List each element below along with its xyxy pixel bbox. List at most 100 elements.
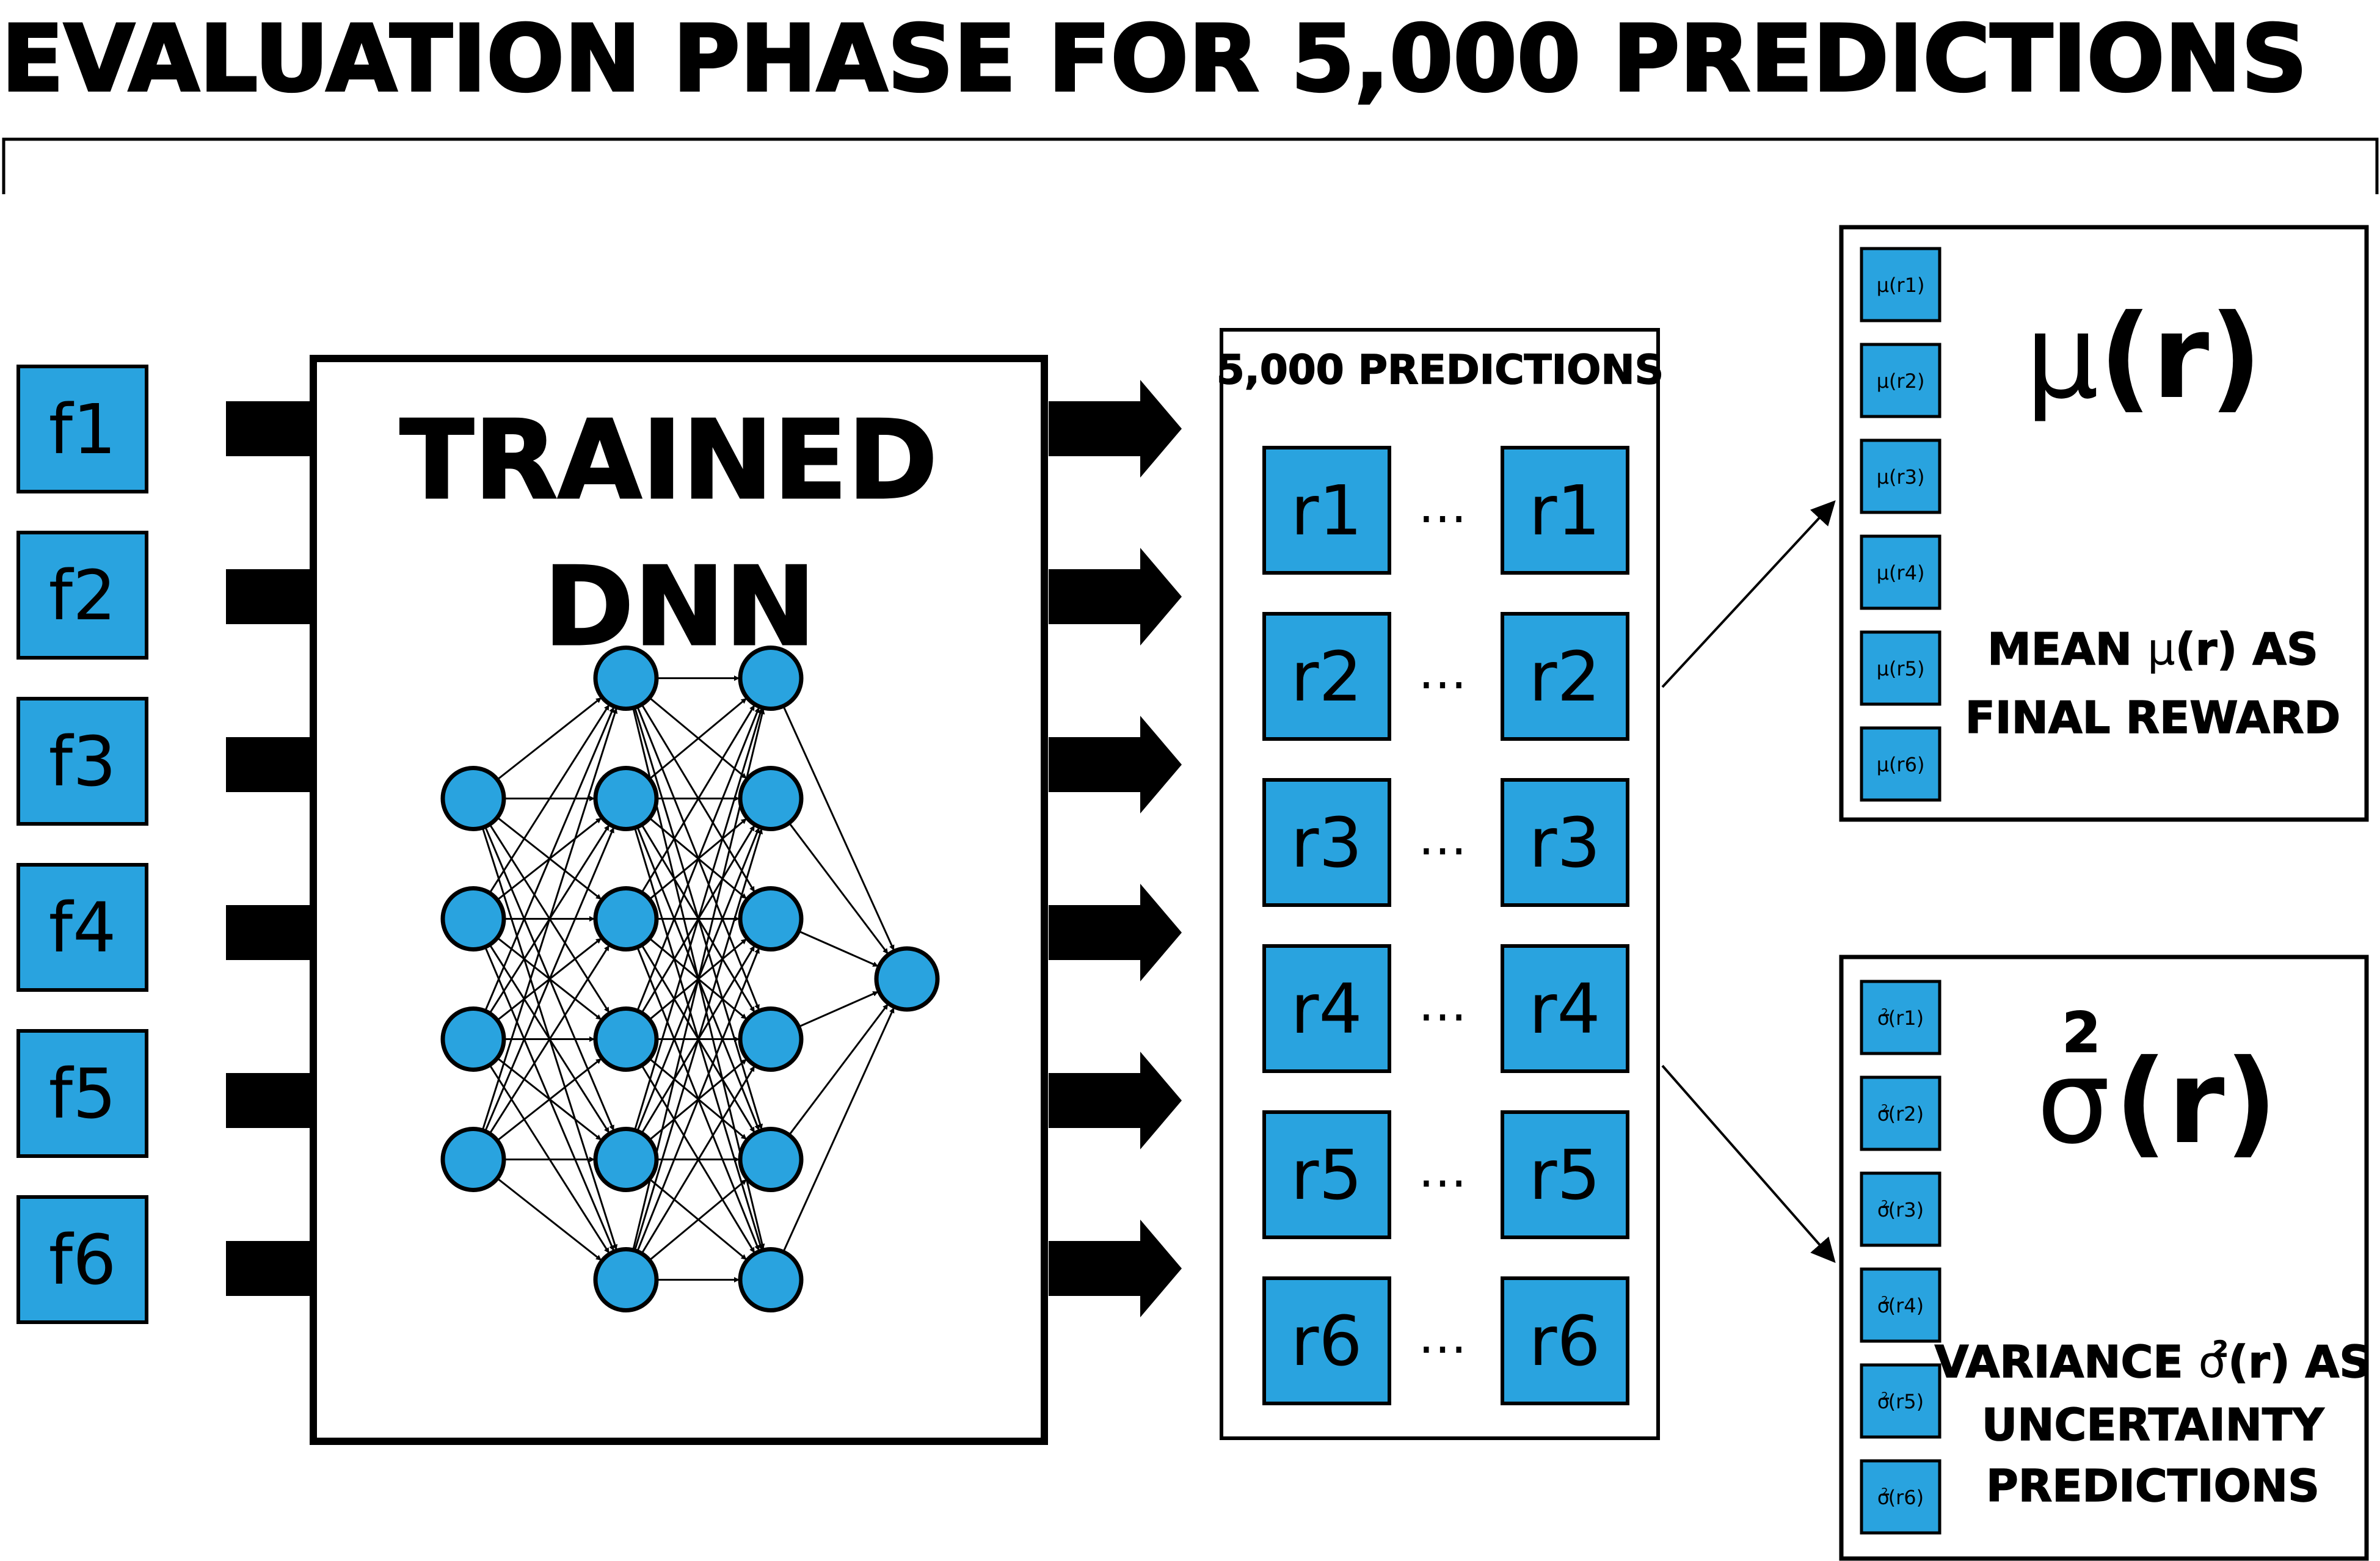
variance-item-label: σ2(r6) xyxy=(1877,1486,1924,1509)
variance-caption-sup: 2 xyxy=(2213,1337,2228,1362)
variance-item-sigma: σ xyxy=(1877,1198,1890,1221)
network-edge xyxy=(484,707,615,1012)
input-label: f5 xyxy=(49,1055,117,1134)
prediction-ellipsis: … xyxy=(1418,1141,1467,1198)
prediction-label: r1 xyxy=(1290,471,1362,551)
variance-item-sup: 2 xyxy=(1881,1102,1888,1115)
prediction-box-first xyxy=(1262,446,1391,575)
variance-item-close: ) xyxy=(1916,1294,1924,1317)
input-label: f1 xyxy=(49,390,117,470)
input-box: f1 xyxy=(16,365,148,493)
prediction-row: r4 … r4 xyxy=(1262,944,1629,1073)
mean-item-label: μ(r4) xyxy=(1877,561,1925,584)
prediction-ellipsis: … xyxy=(1418,643,1467,700)
network-edge xyxy=(633,708,763,1131)
mean-symbol-r: (r) xyxy=(2099,289,2262,424)
prediction-box-last xyxy=(1501,1276,1629,1405)
prediction-row: r5 … r5 xyxy=(1262,1110,1629,1239)
network-edge xyxy=(497,1058,602,1141)
network-edge xyxy=(481,708,618,1131)
mean-item: μ(r4) xyxy=(1860,534,1941,610)
mean-caption-part: MEAN xyxy=(1987,624,2147,675)
neuron xyxy=(738,1006,804,1072)
variance-item-close: ) xyxy=(1916,1390,1924,1413)
variance-item-r: r3 xyxy=(1896,1198,1916,1221)
network-edge xyxy=(636,707,760,1011)
network-edge xyxy=(497,1177,602,1261)
variance-item-open: ( xyxy=(1888,1198,1896,1221)
input-box: f3 xyxy=(16,697,148,826)
prediction-rows: r1 … r1 r2 … r2 r3 … r3 r4 … r4 xyxy=(1262,446,1629,1405)
prediction-ellipsis: … xyxy=(1418,975,1467,1032)
variance-item-r: r6 xyxy=(1896,1486,1916,1509)
network-neurons xyxy=(440,646,940,1312)
network-edge xyxy=(641,1066,755,1254)
network-edge xyxy=(798,991,879,1028)
neuron xyxy=(440,766,506,831)
mean-caption-part: (r) AS xyxy=(2175,624,2318,675)
variance-item-close: ) xyxy=(1916,1006,1924,1030)
prediction-label: r4 xyxy=(1290,970,1362,1049)
predictions-header: 5,000 PREDICTIONS xyxy=(1217,346,1664,393)
network-edge xyxy=(798,930,879,967)
variance-item-sup: 2 xyxy=(1881,1294,1888,1307)
prediction-label: r1 xyxy=(1529,471,1600,551)
network-edge xyxy=(484,827,615,1132)
mean-caption-mu: μ xyxy=(2147,624,2175,675)
neuron xyxy=(593,646,659,711)
prediction-ellipsis: … xyxy=(1418,477,1467,534)
variance-symbol-sigma: σ xyxy=(2037,1035,2110,1170)
prediction-label: r3 xyxy=(1290,804,1362,883)
mean-item: μ(r2) xyxy=(1860,343,1941,418)
mean-item: μ(r6) xyxy=(1860,726,1941,802)
network-edge xyxy=(641,705,755,893)
variance-item-sup: 2 xyxy=(1881,1486,1888,1499)
prediction-label: r5 xyxy=(1290,1136,1362,1215)
prediction-box-first xyxy=(1262,612,1391,741)
neuron xyxy=(440,1127,506,1192)
prediction-label: r4 xyxy=(1529,970,1600,1049)
mean-item-label: μ(r5) xyxy=(1877,657,1925,680)
variance-caption-line3: PREDICTIONS xyxy=(1986,1460,2320,1512)
mean-item: μ(r1) xyxy=(1860,247,1941,322)
prediction-label: r2 xyxy=(1290,638,1362,717)
input-label: f2 xyxy=(49,556,117,636)
network-edge xyxy=(497,697,602,780)
variance-item-r: r5 xyxy=(1896,1390,1916,1413)
page-title: EVALUATION PHASE FOR 5,000 PREDICTIONS xyxy=(1,6,2307,112)
network-edge xyxy=(489,945,610,1135)
prediction-box-first xyxy=(1262,1110,1391,1239)
input-features: f1 f2 f3 f4 f5 f6 xyxy=(16,365,148,1324)
neuron xyxy=(440,1006,506,1072)
variance-item-r: r4 xyxy=(1896,1294,1916,1317)
variance-item-label: σ2(r2) xyxy=(1877,1102,1924,1126)
variance-item: σ2(r6) xyxy=(1860,1459,1941,1535)
variance-item-sup: 2 xyxy=(1881,1006,1888,1019)
input-box: f5 xyxy=(16,1029,148,1158)
prediction-label: r3 xyxy=(1529,804,1600,883)
variance-item: σ2(r2) xyxy=(1860,1075,1941,1151)
variance-item-sigma: σ xyxy=(1877,1294,1890,1317)
variance-caption-part: VARIANCE xyxy=(1935,1336,2199,1388)
prediction-label: r2 xyxy=(1529,638,1600,717)
mean-items: μ(r1) μ(r2) μ(r3) μ(r4) μ(r5) μ(r6) xyxy=(1860,247,1941,802)
variance-items: σ2(r1) σ2(r2) σ2(r3) σ2(r4) σ2(r5) σ2(r6… xyxy=(1860,980,1941,1535)
variance-item-sigma: σ xyxy=(1877,1390,1890,1413)
variance-item-close: ) xyxy=(1916,1486,1924,1509)
variance-item-sigma: σ xyxy=(1877,1006,1890,1030)
variance-item-label: σ2(r5) xyxy=(1877,1390,1924,1413)
variance-item: σ2(r1) xyxy=(1860,980,1941,1055)
input-label: f6 xyxy=(49,1221,117,1300)
input-label: f3 xyxy=(49,722,117,802)
prediction-row: r3 … r3 xyxy=(1262,778,1629,907)
neuron xyxy=(738,1247,804,1312)
mean-item-label: μ(r1) xyxy=(1877,274,1925,297)
variance-caption-line2: UNCERTAINTY xyxy=(1982,1399,2324,1450)
variance-item-open: ( xyxy=(1888,1294,1896,1317)
mean-caption-line1: MEAN μ(r) AS xyxy=(1987,624,2318,675)
mean-symbol-mu: μ xyxy=(2025,289,2099,424)
neuron xyxy=(738,886,804,952)
variance-item-label: σ2(r1) xyxy=(1877,1006,1924,1030)
